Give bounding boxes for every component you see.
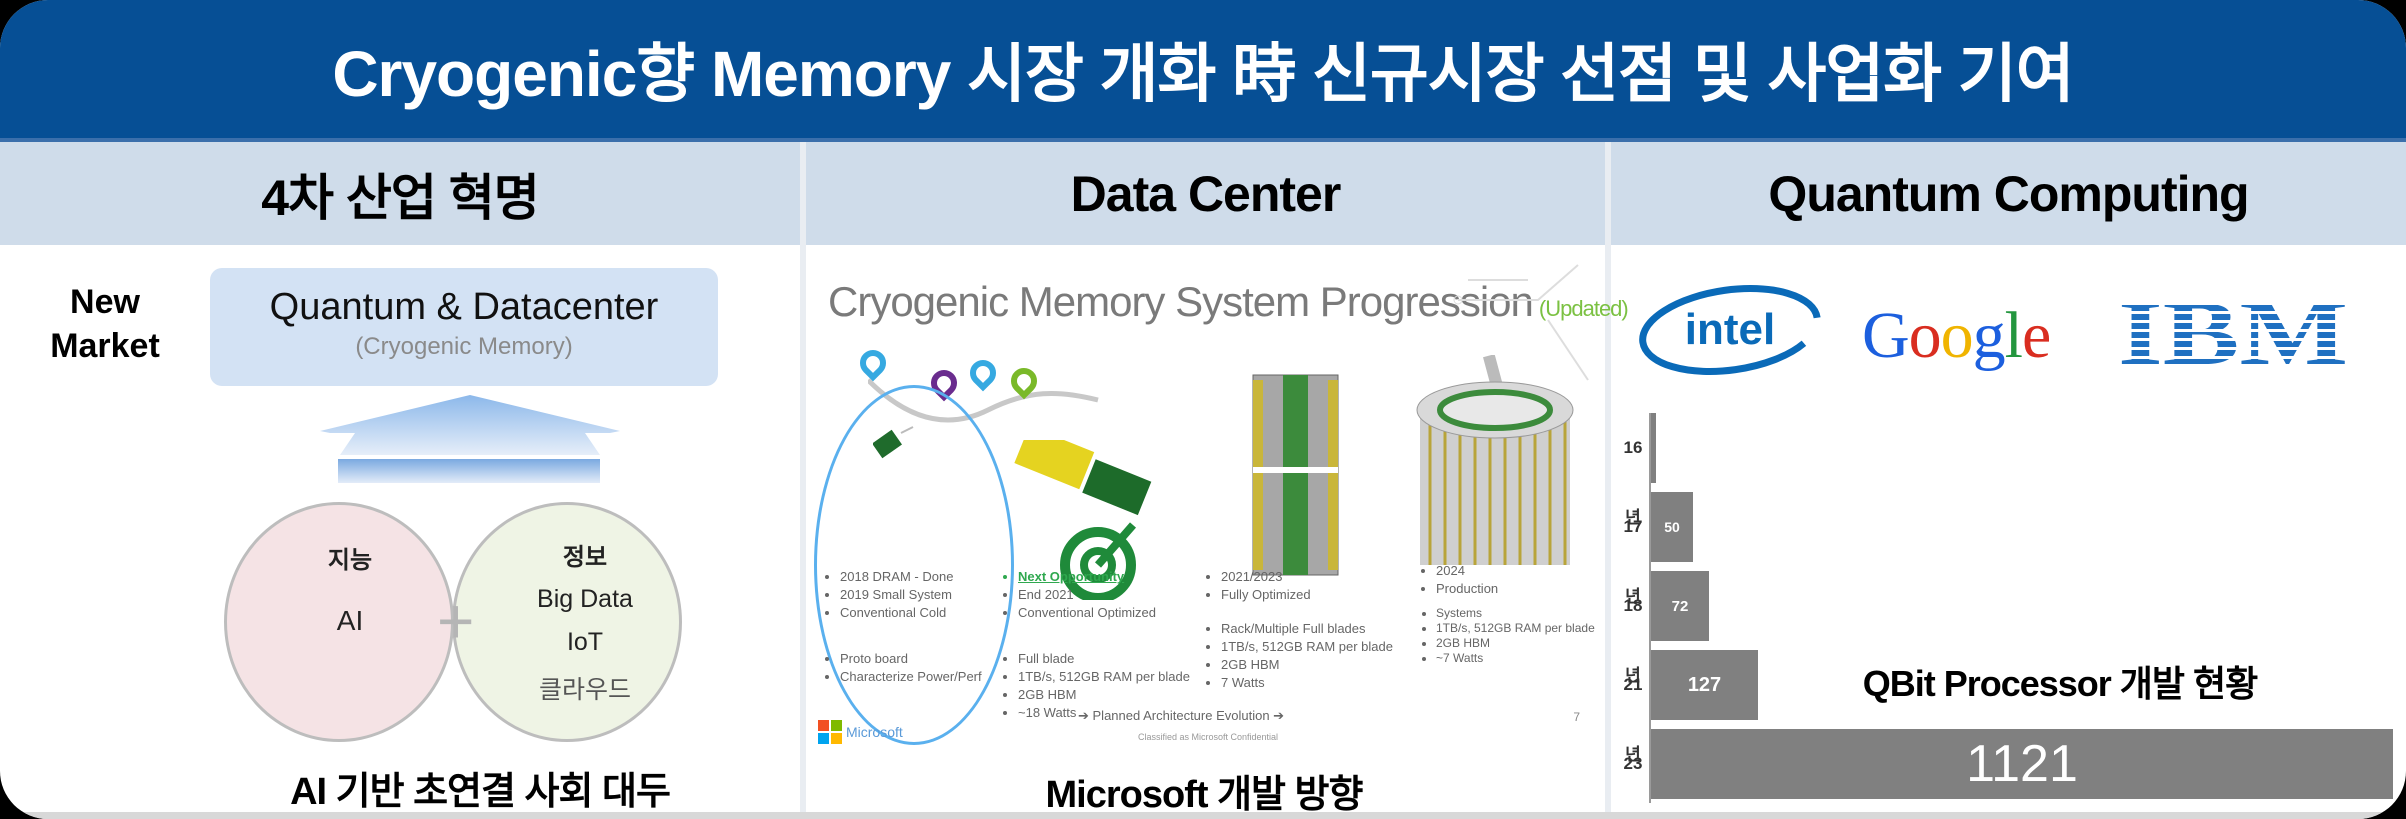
stage4-bullets-bottom: Systems 1TB/s, 512GB RAM per blade 2GB H…: [1418, 606, 1606, 666]
microsoft-logo-icon: [818, 720, 842, 744]
microsoft-slide-image: Cryogenic Memory System Progression(Upda…: [808, 250, 1629, 745]
bar-category-label: 16년: [1623, 438, 1643, 527]
up-arrow-icon: [320, 395, 620, 483]
microsoft-logo-text: Microsoft: [846, 724, 903, 740]
new-market-line1: New: [70, 283, 140, 321]
target-box-title: Quantum & Datacenter: [269, 286, 659, 328]
bar-category-label: 18년: [1623, 596, 1643, 685]
new-market-line2: Market: [50, 327, 160, 365]
bullet: 2021/2023: [1221, 568, 1311, 586]
bar: [1651, 413, 1656, 483]
stage3-bullets-top: 2021/2023 Fully Optimized: [1203, 568, 1311, 604]
planned-evolution-text: ➔ Planned Architecture Evolution ➔: [1078, 708, 1285, 723]
bullet: 2018 DRAM - Done: [840, 568, 953, 586]
venn-right-item: Big Data: [537, 585, 633, 613]
venn-left-heading: 지능: [327, 547, 373, 574]
bullet: 2024: [1436, 562, 1606, 580]
bar-category-label: 23년: [1623, 754, 1643, 773]
column-divider: [1605, 142, 1611, 819]
bar-category-label: 17년: [1623, 517, 1643, 606]
stage1-bullets-top: 2018 DRAM - Done 2019 Small System Conve…: [822, 568, 953, 622]
full-blade-target-icon: [1014, 440, 1152, 600]
column-heading-industry-revolution: 4차 산업 혁명: [261, 169, 540, 226]
column-headers: 4차 산업 혁명 Data Center Quantum Computing: [0, 142, 2406, 245]
quantum-datacenter-box: Quantum & Datacenter (Cryogenic Memory): [210, 268, 718, 386]
venn-circle-information: [452, 502, 682, 742]
bullet: Production: [1436, 580, 1606, 598]
bullet: ~7 Watts: [1436, 651, 1606, 666]
venn-right-item: 클라우드: [538, 676, 631, 704]
stage1-bullets-bottom: Proto board Characterize Power/Perf: [822, 650, 982, 686]
stage4-bullets-top: 2024 Production: [1418, 562, 1606, 598]
highlight-ellipse: [814, 385, 1014, 745]
bar: 1121: [1651, 729, 2393, 799]
next-opportunity-label: Next Opportunity: [1018, 568, 1156, 586]
bar: 127: [1651, 650, 1758, 720]
new-market-label: New Market: [30, 280, 180, 368]
slide-title: Cryogenic Memory System Progression(Upda…: [828, 278, 1629, 326]
right-panel-caption: QBit Processor 개발 현황: [1862, 663, 2259, 704]
bullet: 1TB/s, 512GB RAM per blade: [1018, 668, 1190, 686]
column-heading-quantum-computing: Quantum Computing: [1768, 165, 2249, 222]
ibm-logo-icon: IBM: [2118, 296, 2348, 368]
plus-icon: +: [437, 585, 475, 657]
target-box-subtitle: (Cryogenic Memory): [355, 333, 573, 360]
page-title: Cryogenic향 Memory 시장 개화 時 신규시장 선점 및 사업화 …: [332, 38, 2074, 110]
bullet: Systems: [1436, 606, 1606, 621]
bar: 72: [1651, 571, 1709, 641]
title-banner: Cryogenic향 Memory 시장 개화 時 신규시장 선점 및 사업화 …: [0, 0, 2406, 142]
bullet: 2GB HBM: [1018, 686, 1190, 704]
bullet: 2GB HBM: [1436, 636, 1606, 651]
bar: 50: [1651, 492, 1693, 562]
bar-category-label: 21년: [1623, 675, 1643, 764]
venn-left-item: AI: [336, 605, 364, 636]
circuit-decoration-icon: [1453, 264, 1589, 381]
page-number: 7: [1573, 710, 1580, 724]
bullet: ~18 Watts: [1018, 704, 1190, 722]
venn-right-heading: 정보: [562, 544, 608, 571]
intel-logo-icon: intel: [1639, 285, 1821, 375]
bullet: 7 Watts: [1221, 674, 1393, 692]
column-heading-data-center: Data Center: [1070, 165, 1342, 222]
bullet: Conventional Cold: [840, 604, 953, 622]
bullet: 2GB HBM: [1221, 656, 1393, 674]
venn-right-item: IoT: [566, 628, 604, 656]
bullet: 2019 Small System: [840, 586, 953, 604]
bullet: 1TB/s, 512GB RAM per blade: [1436, 621, 1606, 636]
slide-title-text: Cryogenic Memory System Progression: [828, 278, 1534, 325]
rack-blades-icon: [1252, 374, 1339, 576]
production-system-icon: [1416, 355, 1574, 565]
column-divider: [800, 142, 806, 819]
stage2-bullets-bottom: Full blade 1TB/s, 512GB RAM per blade 2G…: [1000, 650, 1190, 722]
bullet: Conventional Optimized: [1018, 604, 1156, 622]
chart-axis: [1649, 413, 1651, 803]
proto-board-icon: [873, 426, 914, 459]
venn-circle-intelligence: [224, 502, 454, 742]
bullet: Rack/Multiple Full blades: [1221, 620, 1393, 638]
bullet: Characterize Power/Perf: [840, 668, 982, 686]
slide-title-tag: (Updated): [1538, 296, 1629, 321]
svg-text:IBM: IBM: [2118, 296, 2348, 368]
left-panel-caption: AI 기반 초연결 사회 대두: [290, 771, 671, 813]
bullet: End 2021: [1018, 586, 1156, 604]
bottom-border: [0, 812, 2406, 819]
google-logo-icon: Google: [1862, 299, 2051, 372]
bullet: Proto board: [840, 650, 982, 668]
bullet: Fully Optimized: [1221, 586, 1311, 604]
bullet: Full blade: [1018, 650, 1190, 668]
confidential-text: Classified as Microsoft Confidential: [1138, 732, 1279, 742]
middle-panel-caption: Microsoft 개발 방향: [1045, 774, 1364, 816]
stage3-bullets-bottom: Rack/Multiple Full blades 1TB/s, 512GB R…: [1203, 620, 1393, 692]
bullet: 1TB/s, 512GB RAM per blade: [1221, 638, 1393, 656]
intel-logo-text: intel: [1685, 305, 1775, 354]
stage2-bullets-top: Next Opportunity End 2021 Conventional O…: [1000, 568, 1156, 622]
